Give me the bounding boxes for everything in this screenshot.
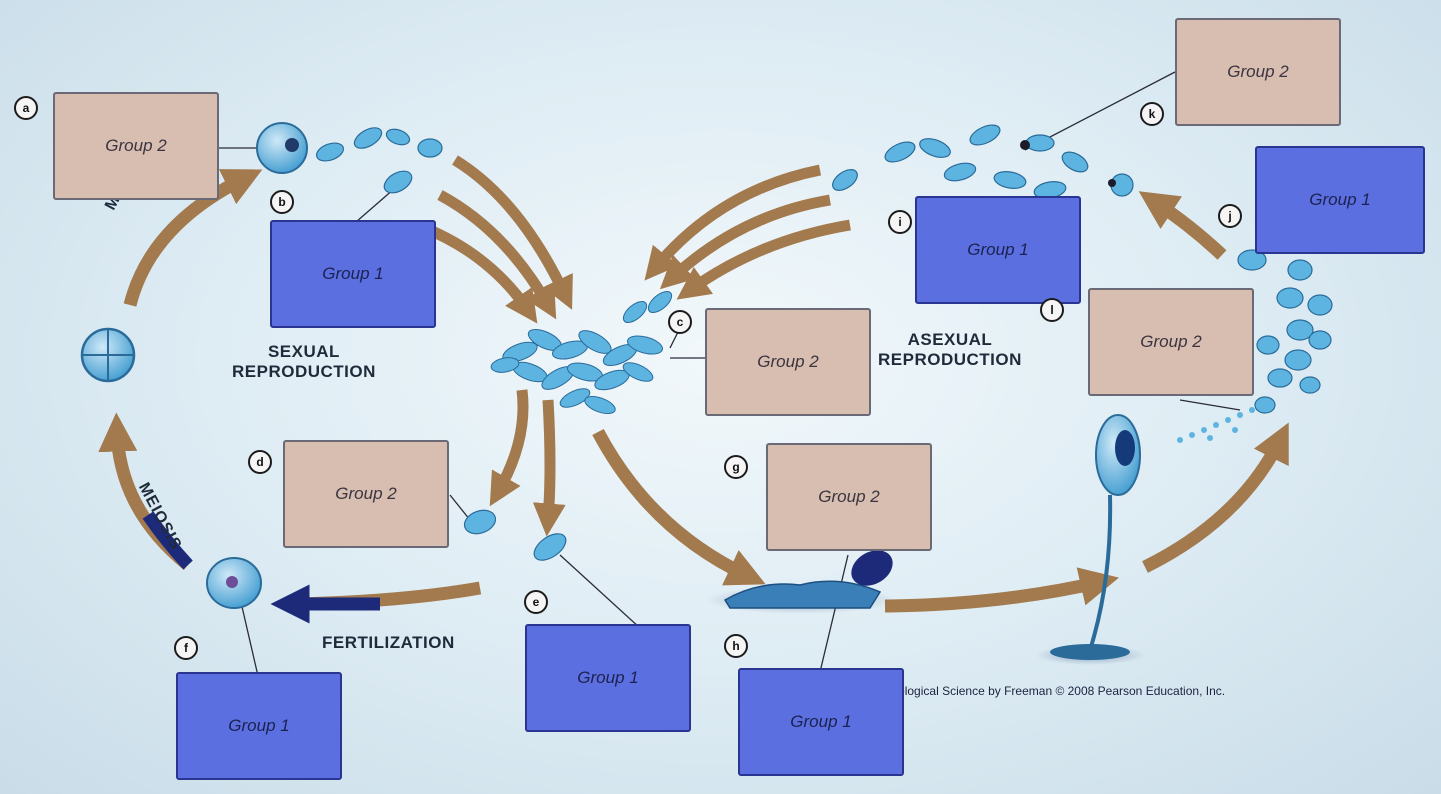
- sporangium-stalk: [1035, 414, 1145, 665]
- down-arrow-left: [489, 389, 529, 507]
- connector-lines: [218, 71, 1241, 677]
- box-f[interactable]: Group 1: [176, 672, 342, 780]
- mitosis-arrow: [123, 169, 263, 307]
- asexual-arrow-1: [644, 164, 822, 281]
- box-b[interactable]: Group 1: [270, 220, 436, 328]
- sporangium-arrow: [1142, 422, 1289, 573]
- asexual-arrow-3: [676, 219, 851, 300]
- box-k[interactable]: Group 2: [1175, 18, 1341, 126]
- gametes: [463, 509, 567, 561]
- box-l[interactable]: Group 2: [1088, 288, 1254, 396]
- released-spores: [1177, 407, 1255, 443]
- marker-g: g: [724, 455, 748, 479]
- down-arrow-right: [592, 428, 766, 586]
- marker-k: k: [1140, 102, 1164, 126]
- marker-e: e: [524, 590, 548, 614]
- down-arrow-mid: [532, 399, 566, 537]
- marker-d: d: [248, 450, 272, 474]
- marker-a: a: [14, 96, 38, 120]
- spore-release-arrow: [1138, 191, 1227, 260]
- box-g[interactable]: Group 2: [766, 443, 932, 551]
- box-h[interactable]: Group 1: [738, 668, 904, 776]
- fertilization-label: FERTILIZATION: [322, 633, 455, 652]
- box-c[interactable]: Group 2: [705, 308, 871, 416]
- box-a[interactable]: Group 2: [53, 92, 219, 200]
- marker-f: f: [174, 636, 198, 660]
- spore-arrow-3: [422, 222, 538, 324]
- marker-j: j: [1218, 204, 1242, 228]
- marker-l: l: [1040, 298, 1064, 322]
- asexual-reproduction-label: ASEXUAL REPRODUCTION: [878, 330, 1022, 369]
- mycelium-mat: [705, 550, 895, 614]
- marker-b: b: [270, 190, 294, 214]
- asexual-arrow-2: [659, 194, 831, 290]
- box-d[interactable]: Group 2: [283, 440, 449, 548]
- credit-line: Adapted from Biological Science by Freem…: [812, 684, 1226, 698]
- spores-top-right: [832, 124, 1134, 199]
- marker-c: c: [668, 310, 692, 334]
- tetrad-cell: [80, 327, 136, 383]
- zygote-cell: [206, 557, 262, 609]
- growth-arrow: [884, 567, 1120, 613]
- sexual-reproduction-label: SEXUAL REPRODUCTION: [232, 342, 376, 381]
- meiosis-dark-segment: [142, 511, 193, 570]
- box-i[interactable]: Group 1: [915, 196, 1081, 304]
- spore-arrow-1: [452, 155, 573, 310]
- box-e[interactable]: Group 1: [525, 624, 691, 732]
- central-mycelium: [490, 291, 673, 415]
- marker-h: h: [724, 634, 748, 658]
- spores-top-left: [315, 127, 443, 194]
- spores-right-column: [1237, 249, 1333, 414]
- marker-i: i: [888, 210, 912, 234]
- spore-arrow-2: [437, 190, 557, 320]
- box-j[interactable]: Group 1: [1255, 146, 1425, 254]
- sporangium-cell-left: [256, 122, 308, 174]
